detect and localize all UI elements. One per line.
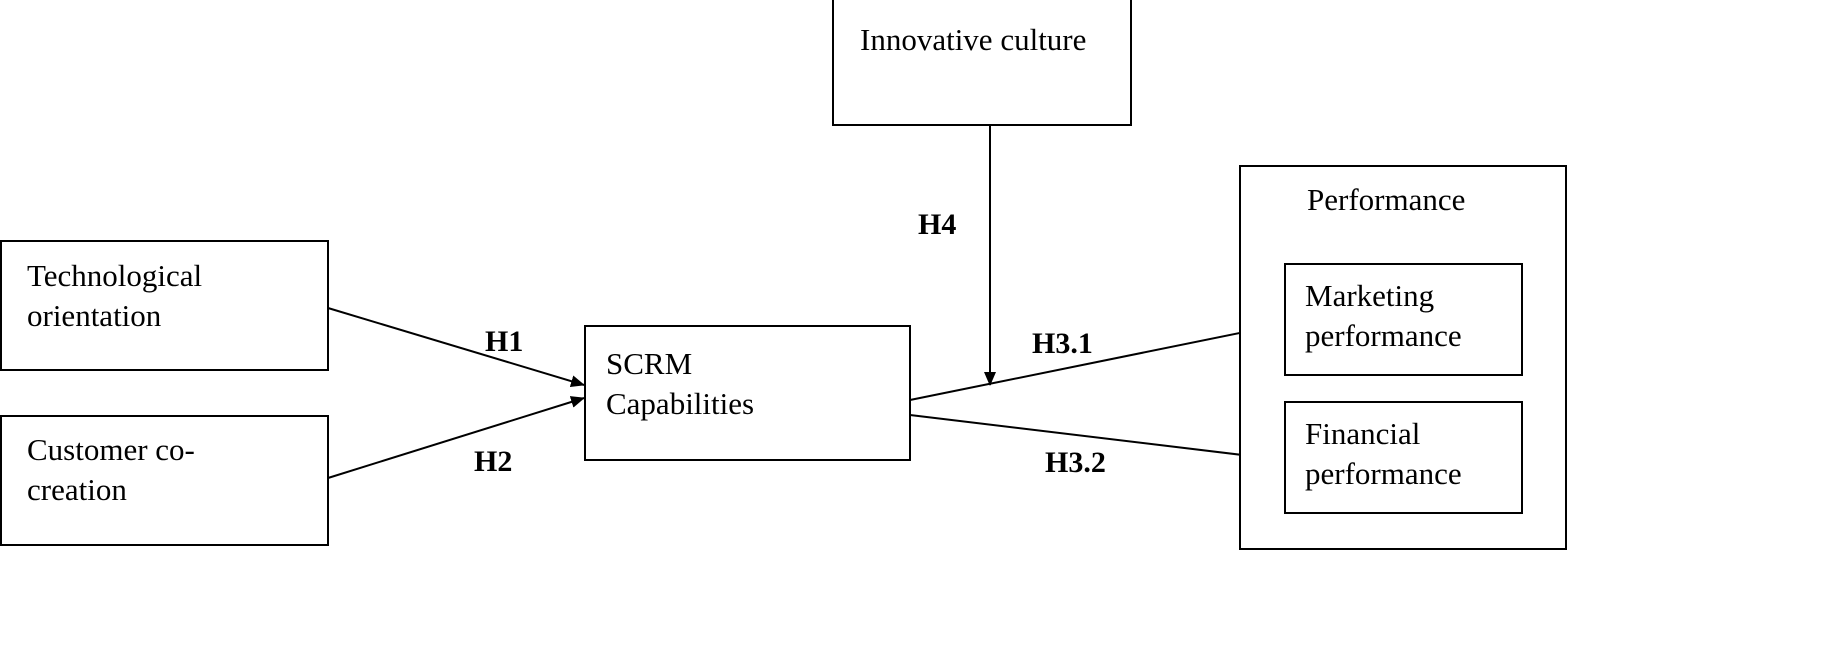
scrm-line1: SCRM bbox=[606, 346, 693, 381]
h1-label: H1 bbox=[485, 325, 524, 358]
h4-label: H4 bbox=[918, 208, 957, 241]
arrow-h1 bbox=[327, 307, 585, 388]
arrow-h32 bbox=[909, 414, 1285, 465]
techno-line2: orientation bbox=[27, 298, 162, 333]
scrm-capabilities-box bbox=[584, 325, 911, 461]
marketing-performance-box bbox=[1284, 263, 1523, 376]
marketing-performance-label: Marketing performance bbox=[1305, 276, 1462, 356]
technological-orientation-box bbox=[0, 240, 329, 371]
techno-line1: Technological bbox=[27, 258, 203, 293]
customer-cocreation-box bbox=[0, 415, 329, 546]
scrm-capabilities-label: SCRM Capabilities bbox=[606, 344, 754, 424]
arrow-h31 bbox=[909, 320, 1285, 401]
technological-orientation-label: Technological orientation bbox=[27, 256, 202, 336]
h2-label: H2 bbox=[474, 445, 513, 478]
performance-label: Performance bbox=[1307, 182, 1466, 217]
cocreation-line2: creation bbox=[27, 472, 127, 507]
h32-label: H3.2 bbox=[1045, 446, 1106, 479]
marketing-line1: Marketing bbox=[1305, 278, 1435, 313]
marketing-line2: performance bbox=[1305, 318, 1462, 353]
h31-label: H3.1 bbox=[1032, 327, 1093, 360]
financial-performance-box bbox=[1284, 401, 1523, 514]
customer-cocreation-label: Customer co- creation bbox=[27, 430, 195, 510]
cocreation-line1: Customer co- bbox=[27, 432, 195, 467]
innovative-culture-box bbox=[832, 0, 1132, 126]
scrm-line2: Capabilities bbox=[606, 386, 755, 421]
arrow-h2 bbox=[327, 396, 585, 479]
financial-performance-label: Financial performance bbox=[1305, 414, 1462, 494]
financial-line1: Financial bbox=[1305, 416, 1421, 451]
financial-line2: performance bbox=[1305, 456, 1462, 491]
innovative-culture-label: Innovative culture bbox=[860, 22, 1087, 57]
